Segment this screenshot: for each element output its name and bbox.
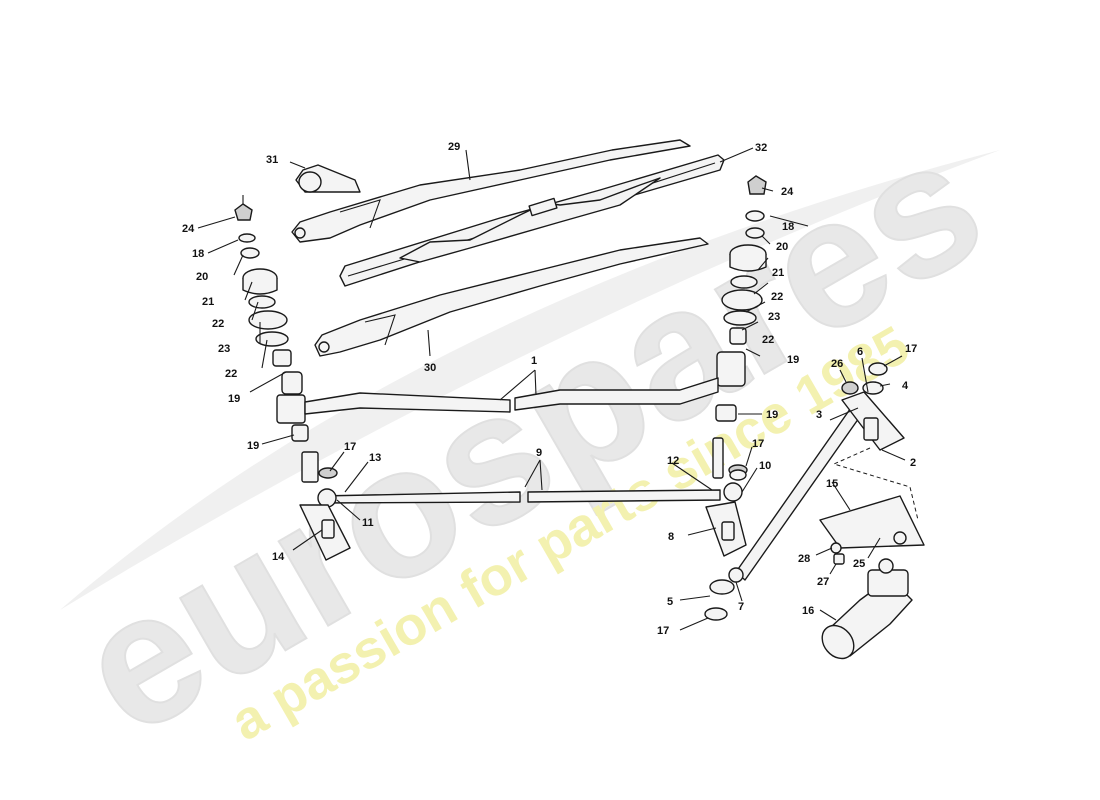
callout-8: 8 [668,531,674,543]
mounting-plate [819,495,925,549]
linkage-tube-main [304,377,719,415]
callout-labels: 29 31 32 24 18 20 21 22 23 22 19 19 24 1… [182,141,917,637]
callout-4: 4 [902,380,909,392]
right-spindle-stack [712,175,767,479]
callout-17-b: 17 [344,441,356,453]
wiper-arm-upper [291,139,691,243]
callout-31: 31 [266,154,278,166]
callout-21-left: 21 [202,296,214,308]
callout-11: 11 [362,517,374,529]
right-lower-bracket [705,464,748,557]
callout-1: 1 [531,355,537,367]
callout-7: 7 [738,601,744,613]
callout-23-left: 23 [218,343,230,355]
callout-32: 32 [755,142,767,154]
callout-22-left-a: 22 [212,318,224,330]
callout-6: 6 [857,346,863,358]
callout-22-left-b: 22 [225,368,237,380]
callout-19-left-b: 19 [247,440,259,452]
lower-small-parts [704,362,888,621]
callout-19-right-a: 19 [787,354,799,366]
left-lower-bracket [299,451,351,561]
callout-29: 29 [448,141,460,153]
callout-15: 15 [826,478,838,490]
callout-24-left: 24 [182,223,195,235]
callout-14: 14 [272,551,285,563]
callout-20-left: 20 [196,271,208,283]
callout-22-right-a: 22 [771,291,783,303]
callout-13: 13 [369,452,381,464]
callout-20-right: 20 [776,241,788,253]
callout-2: 2 [910,457,916,469]
callout-27: 27 [817,576,829,588]
callout-18-left: 18 [192,248,204,260]
callout-9: 9 [536,447,542,459]
callout-17-d: 17 [657,625,669,637]
leader-lines [197,147,906,631]
wiper-motor [821,542,913,660]
callout-21-right: 21 [772,267,784,279]
callout-23-right: 23 [768,311,780,323]
pivot-bracket [832,381,919,521]
callout-16: 16 [802,605,814,617]
callout-25: 25 [853,558,865,570]
callout-3: 3 [816,409,822,421]
cross-link-tube [319,489,721,504]
callout-28: 28 [798,553,810,565]
callout-12: 12 [667,455,679,467]
callout-18-right: 18 [782,221,794,233]
callout-22-right-b: 22 [762,334,774,346]
callout-26: 26 [831,358,843,370]
callout-10: 10 [759,460,771,472]
callout-19-left-a: 19 [228,393,240,405]
callout-17-c: 17 [752,438,764,450]
callout-17-a: 17 [905,343,917,355]
callout-24-right: 24 [781,186,794,198]
callout-19-right-b: 19 [766,409,778,421]
wiper-cap [295,164,361,193]
wiper-arm-lower [314,237,709,357]
callout-30: 30 [424,362,436,374]
callout-5: 5 [667,596,673,608]
